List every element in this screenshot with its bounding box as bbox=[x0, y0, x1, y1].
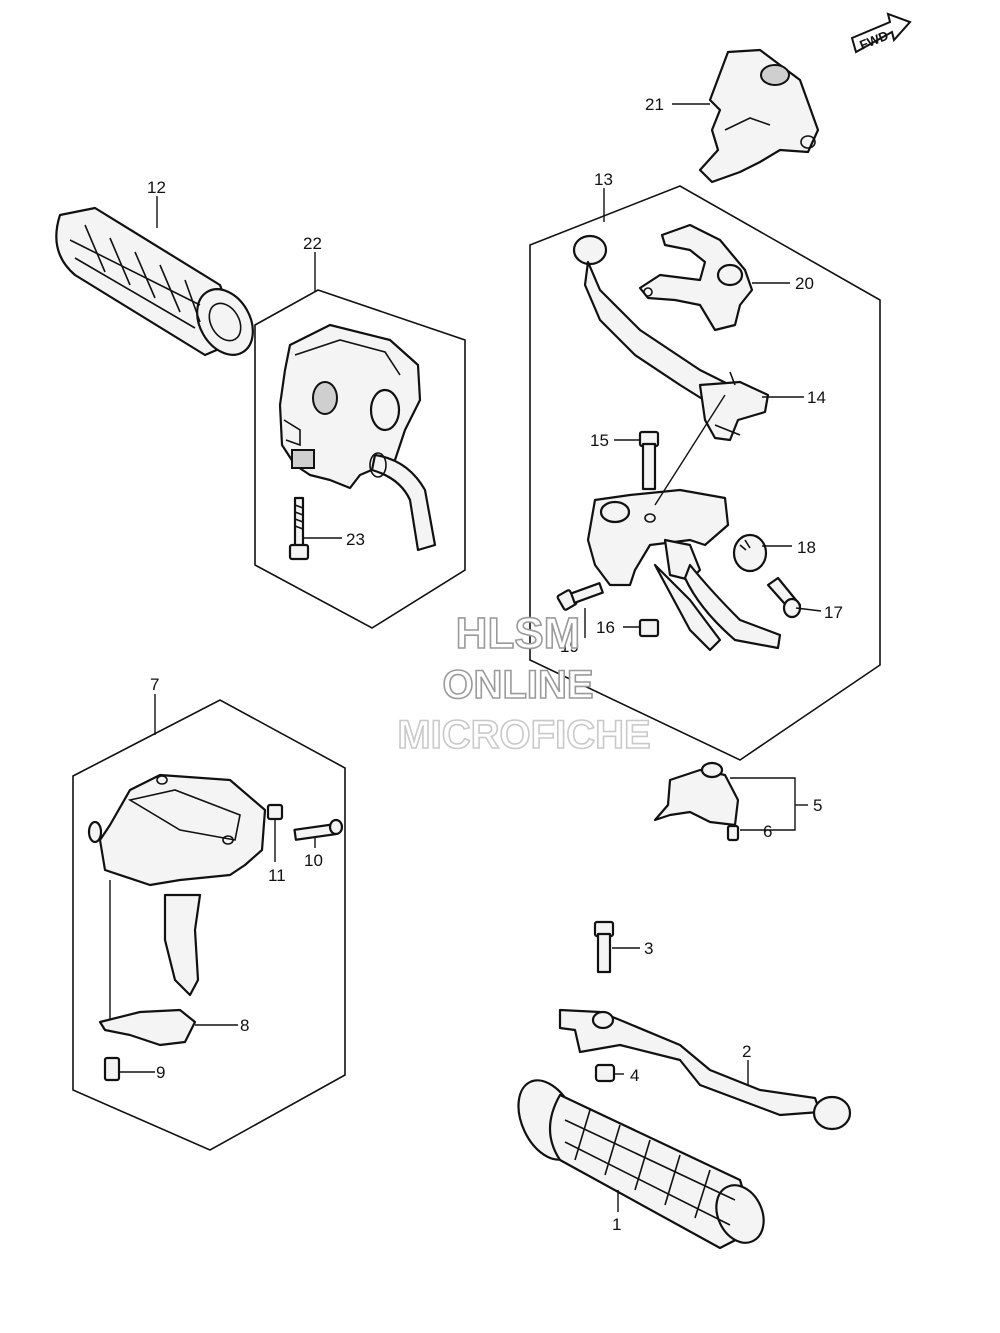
callout-1: 1 bbox=[612, 1215, 621, 1234]
fwd-label: FWD bbox=[857, 28, 890, 53]
watermark: HLSM ONLINE MICROFICHE bbox=[397, 608, 652, 758]
adjuster-dial-part-18 bbox=[732, 533, 768, 573]
callout-16: 16 bbox=[596, 618, 615, 637]
callout-17: 17 bbox=[824, 603, 843, 622]
watermark-line-2: ONLINE bbox=[442, 663, 593, 707]
pivot-bolt-part-15 bbox=[638, 430, 660, 491]
pivot-bolt-part-3 bbox=[593, 920, 615, 974]
group-box-13 bbox=[529, 185, 881, 761]
screw-part-6 bbox=[726, 824, 740, 842]
callout-9: 9 bbox=[156, 1063, 165, 1082]
callout-23: 23 bbox=[346, 530, 365, 549]
callout-7: 7 bbox=[150, 675, 159, 694]
callout-12: 12 bbox=[147, 178, 166, 197]
callout-11: 11 bbox=[268, 866, 286, 885]
grip-part-1 bbox=[517, 1079, 765, 1250]
watermark-line-1: HLSM bbox=[456, 609, 581, 658]
callout-15: 15 bbox=[590, 431, 609, 450]
handlebar-switch-part-22 bbox=[278, 323, 437, 552]
callout-5: 5 bbox=[813, 796, 822, 815]
bracket-part-20 bbox=[638, 223, 754, 332]
switch-cover-part-21 bbox=[698, 48, 820, 184]
group-box-7 bbox=[72, 699, 346, 1151]
callout-14: 14 bbox=[807, 388, 826, 407]
screw-part-10 bbox=[293, 818, 344, 841]
nut-part-4 bbox=[594, 1063, 616, 1083]
leader-lines bbox=[109, 103, 822, 1212]
nut-part-16 bbox=[638, 618, 660, 638]
stop-switch-part-5 bbox=[653, 761, 740, 827]
callout-10: 10 bbox=[304, 851, 323, 870]
lever-assembly-part-13 bbox=[572, 234, 782, 652]
callout-3: 3 bbox=[644, 939, 653, 958]
cover-plate-part-8 bbox=[98, 1008, 197, 1047]
nut-part-11 bbox=[266, 803, 284, 821]
callout-6: 6 bbox=[763, 822, 772, 841]
screw-part-23 bbox=[288, 496, 310, 561]
callout-18: 18 bbox=[797, 538, 816, 557]
grip-part-12 bbox=[55, 206, 254, 357]
adjuster-screw-part-17 bbox=[766, 576, 802, 619]
callout-labels: 21 12 13 22 20 14 15 23 18 17 16 19 7 5 … bbox=[147, 95, 843, 1234]
callout-8: 8 bbox=[240, 1016, 249, 1035]
group-box-22 bbox=[254, 289, 466, 629]
callout-20: 20 bbox=[795, 274, 814, 293]
callout-13: 13 bbox=[594, 170, 613, 189]
callout-22: 22 bbox=[303, 234, 322, 253]
screw-part-19 bbox=[556, 582, 604, 611]
callout-2: 2 bbox=[742, 1042, 751, 1061]
throttle-housing-part-7 bbox=[87, 773, 267, 997]
callout-21: 21 bbox=[645, 95, 664, 114]
callout-19: 19 bbox=[560, 637, 579, 656]
screw-part-9 bbox=[103, 1056, 121, 1082]
brake-lever-part-2 bbox=[558, 1008, 852, 1131]
fwd-arrow-icon: FWD bbox=[850, 12, 912, 54]
watermark-line-3: MICROFICHE bbox=[397, 713, 650, 757]
callout-4: 4 bbox=[630, 1066, 639, 1085]
